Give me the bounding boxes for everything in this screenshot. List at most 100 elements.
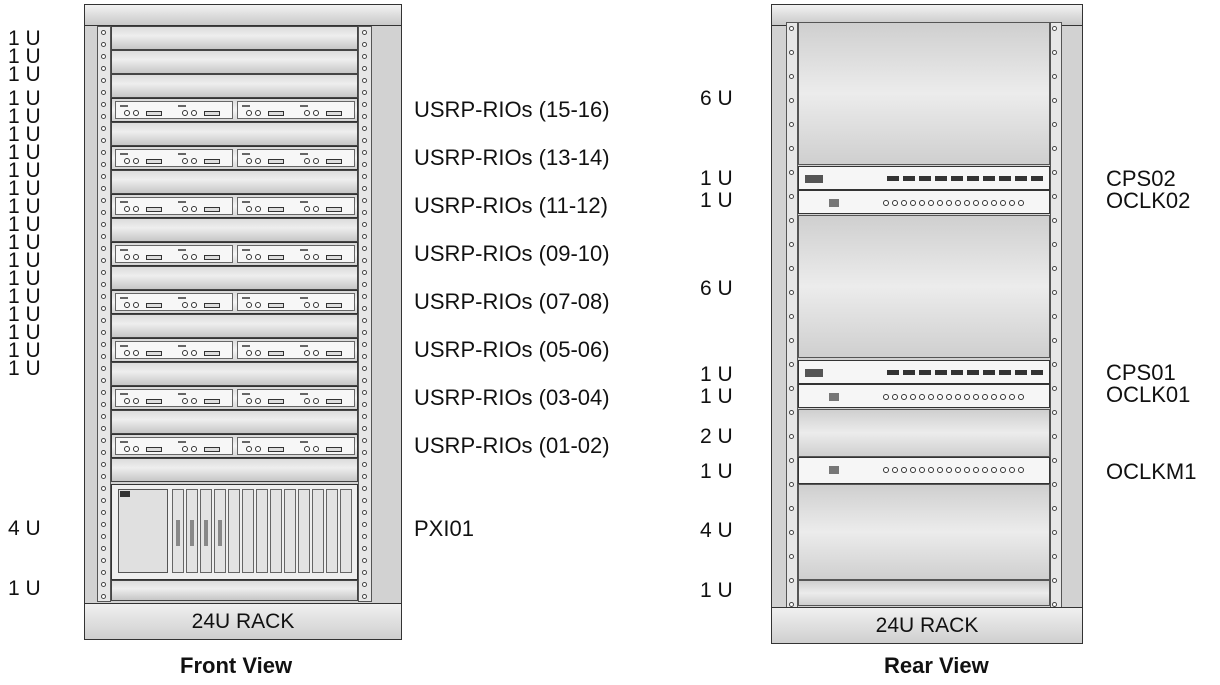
mounting-hole-icon [101, 462, 106, 467]
mounting-hole-icon [101, 282, 106, 287]
oclkm1-label: OCLKM1 [1106, 459, 1197, 484]
mounting-hole-icon [101, 30, 106, 35]
rf-connector-icon [133, 446, 139, 452]
usrp-device [237, 101, 355, 119]
pcie-port-icon [1015, 370, 1027, 375]
blank-panel [111, 266, 358, 290]
usrp-device [237, 437, 355, 455]
front-unit-label: 1 U [8, 357, 41, 380]
mounting-hole-icon [1052, 170, 1057, 175]
mounting-hole-icon [101, 402, 106, 407]
blank-panel [111, 458, 358, 482]
mounting-hole-icon [101, 426, 106, 431]
dsub-connector-icon [326, 207, 342, 212]
rf-connector-icon [191, 206, 197, 212]
dsub-connector-icon [268, 351, 284, 356]
mounting-hole-icon [101, 594, 106, 599]
status-led-icon [120, 393, 128, 395]
usrp-row [111, 242, 358, 266]
front-unit-label: 1 U [8, 177, 41, 200]
rf-connector-icon [313, 398, 319, 404]
usrp-row [111, 146, 358, 170]
status-led-icon [178, 393, 186, 395]
status-led-icon [120, 441, 128, 443]
coax-connector-icon [946, 394, 952, 400]
pcie-port-icon [935, 176, 947, 181]
mounting-hole-icon [101, 114, 106, 119]
rf-connector-icon [182, 398, 188, 404]
pxi-module-slot [228, 489, 240, 573]
usrp-label-15-16: USRP-RIOs (15-16) [414, 97, 610, 122]
mounting-hole-icon [362, 594, 367, 599]
usrp-row [111, 290, 358, 314]
mounting-hole-icon [362, 222, 367, 227]
coax-connector-icon [1009, 467, 1015, 473]
pcie-port-icon [983, 370, 995, 375]
rear-bay-6u-middle [798, 215, 1050, 358]
status-led-icon [178, 153, 186, 155]
coax-connector-icon [973, 467, 979, 473]
coax-connector-icon [991, 467, 997, 473]
mounting-hole-icon [101, 174, 106, 179]
front-unit-label: 1 U [8, 321, 41, 344]
pxi-controller [118, 489, 168, 573]
mounting-hole-icon [1052, 386, 1057, 391]
mounting-hole-icon [789, 362, 794, 367]
usrp-device [115, 197, 233, 215]
rear-rack-base: 24U RACK [771, 607, 1083, 644]
mounting-hole-icon [101, 330, 106, 335]
rear-unit-label: 2 U [700, 425, 733, 448]
pxi-label: PXI01 [414, 516, 474, 541]
coax-connector-icon [991, 200, 997, 206]
coax-connector-icon [937, 394, 943, 400]
front-unit-label: 1 U [8, 159, 41, 182]
mounting-hole-icon [789, 170, 794, 175]
usrp-device [115, 149, 233, 167]
module-handle-icon [204, 520, 208, 546]
rf-connector-icon [191, 350, 197, 356]
pcie-port-icon [919, 176, 931, 181]
coax-connector-icon [964, 467, 970, 473]
usrp-label-09-10: USRP-RIOs (09-10) [414, 241, 610, 266]
dsub-connector-icon [204, 303, 220, 308]
mounting-hole-icon [789, 122, 794, 127]
mounting-hole-icon [362, 426, 367, 431]
mounting-hole-icon [1052, 338, 1057, 343]
front-unit-label: 4 U [8, 517, 41, 540]
coax-connector-icon [928, 467, 934, 473]
mounting-hole-icon [1052, 554, 1057, 559]
coax-connector-icon [919, 394, 925, 400]
mounting-hole-icon [362, 450, 367, 455]
coax-connector-icon [982, 394, 988, 400]
mounting-hole-icon [789, 50, 794, 55]
coax-connector-icon [883, 200, 889, 206]
coax-connector-icon [946, 467, 952, 473]
pcie-port-icon [935, 370, 947, 375]
status-led-icon [178, 201, 186, 203]
mounting-hole-icon [101, 198, 106, 203]
blank-panel [111, 74, 358, 98]
mounting-hole-icon [101, 474, 106, 479]
rear-unit-label: 1 U [700, 460, 733, 483]
pcie-port-icon [999, 176, 1011, 181]
usrp-device [237, 149, 355, 167]
rf-connector-icon [304, 254, 310, 260]
usrp-label-07-08: USRP-RIOs (07-08) [414, 289, 610, 314]
rf-connector-icon [182, 446, 188, 452]
mounting-hole-icon [101, 78, 106, 83]
rf-connector-icon [255, 350, 261, 356]
mounting-hole-icon [362, 366, 367, 371]
status-led-icon [242, 201, 250, 203]
rf-connector-icon [313, 206, 319, 212]
mounting-hole-icon [1052, 194, 1057, 199]
mounting-hole-icon [101, 378, 106, 383]
mounting-hole-icon [101, 186, 106, 191]
rf-connector-icon [246, 398, 252, 404]
mounting-hole-icon [101, 534, 106, 539]
mounting-hole-icon [789, 74, 794, 79]
dsub-connector-icon [326, 255, 342, 260]
front-unit-label: 1 U [8, 87, 41, 110]
pcie-port-icon [951, 176, 963, 181]
mounting-hole-icon [789, 458, 794, 463]
dsub-connector-icon [146, 399, 162, 404]
